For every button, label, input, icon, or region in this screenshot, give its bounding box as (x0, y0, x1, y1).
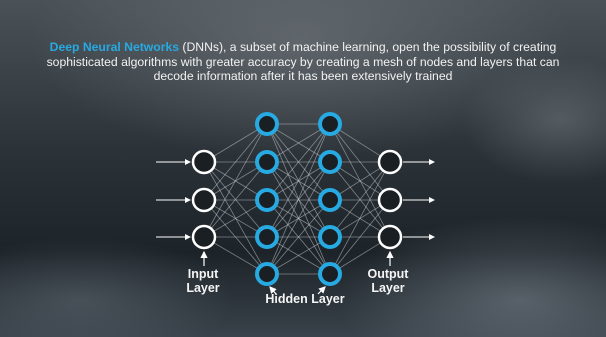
input-node-3 (191, 224, 217, 250)
nodes (191, 112, 403, 286)
caption-highlight: Deep Neural Networks (49, 40, 180, 54)
connection-line (203, 161, 268, 238)
caption-body: (DNNs), a subset of machine learning, op… (46, 40, 560, 83)
hidden-1-node-3 (255, 188, 279, 212)
hidden-1-node-4 (255, 225, 279, 249)
output-node-3 (377, 224, 403, 250)
hidden-2-node-3 (318, 188, 342, 212)
connection-line (266, 123, 331, 201)
arrows (156, 159, 435, 295)
connection-line (329, 161, 391, 238)
output-layer-label: Output Layer (367, 267, 409, 295)
hidden-1-node-1 (255, 112, 279, 136)
hidden-2-node-4 (318, 225, 342, 249)
connection-line (266, 199, 331, 275)
output-node-1 (377, 149, 403, 175)
connection-line (203, 123, 268, 201)
hidden-2-node-2 (318, 150, 342, 174)
input-layer-label: Input Layer (186, 267, 220, 295)
connection-lines (203, 123, 391, 275)
connection-line (329, 161, 391, 275)
connection-line (266, 123, 331, 275)
connection-line (203, 123, 268, 238)
hidden-1-node-2 (255, 150, 279, 174)
output-node-2 (377, 187, 403, 213)
input-node-2 (191, 187, 217, 213)
connection-line (329, 199, 391, 275)
connection-line (203, 123, 268, 163)
connection-line (266, 123, 331, 163)
hidden-layer-label: Hidden Layer (265, 292, 345, 306)
hidden-2-node-5 (318, 262, 342, 286)
connection-line (329, 123, 391, 238)
hidden-label-pointer-right (317, 286, 326, 295)
connection-line (266, 161, 331, 275)
connection-line (266, 123, 331, 238)
hidden-1-node-5 (255, 262, 279, 286)
input-node-1 (191, 149, 217, 175)
connection-line (203, 161, 268, 275)
hidden-2-node-1 (318, 112, 342, 136)
connection-line (266, 236, 331, 275)
hidden-label-pointer-left (269, 286, 277, 295)
caption-text: Deep Neural Networks (DNNs), a subset of… (40, 40, 566, 84)
